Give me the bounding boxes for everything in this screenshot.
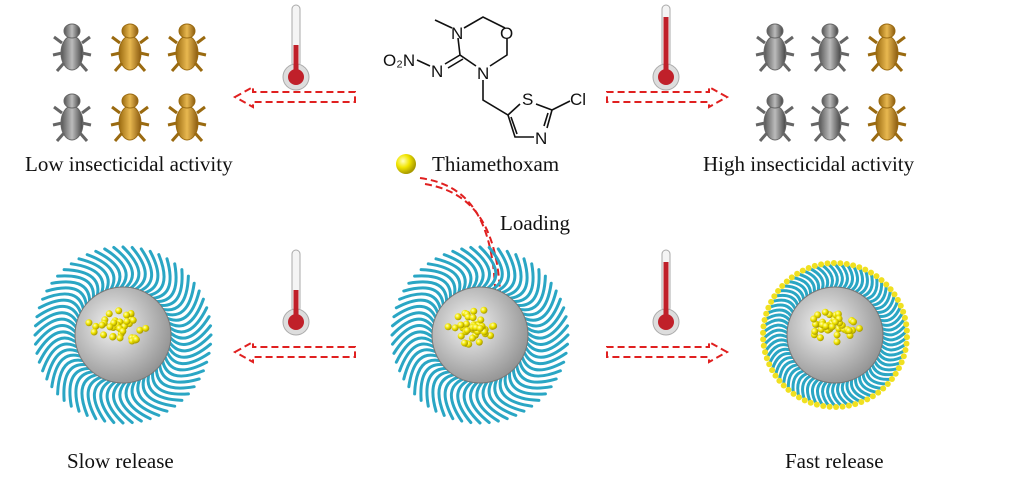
atom-cl: Cl — [570, 90, 586, 109]
atom-n: N — [477, 64, 489, 83]
nitro-group: O₂N — [383, 51, 415, 70]
low-activity-label: Low insecticidal activity — [25, 152, 233, 177]
arrow-left-icon — [235, 342, 355, 362]
fast-release-label: Fast release — [785, 449, 884, 474]
thermometer-low-icon — [283, 250, 309, 335]
insect-group-right — [756, 24, 906, 141]
atom-n: N — [431, 62, 443, 81]
thermometer-high-icon — [653, 5, 679, 90]
arrow-right-icon — [607, 342, 727, 362]
drug-molecule-icon — [396, 154, 416, 174]
insect-dead-icon — [811, 24, 849, 71]
insect-alive-icon — [868, 24, 906, 71]
thiamethoxam-structure: N O O₂N N N S Cl N — [383, 17, 586, 148]
micelle-loaded — [392, 247, 568, 423]
insect-alive-icon — [168, 94, 206, 141]
atom-o: O — [500, 24, 513, 43]
insect-alive-icon — [168, 24, 206, 71]
atom-s: S — [522, 90, 533, 109]
insect-alive-icon — [111, 24, 149, 71]
compound-label: Thiamethoxam — [432, 152, 559, 177]
insect-dead-icon — [53, 24, 91, 71]
thermometer-high-icon — [653, 250, 679, 335]
micelle-slow-release — [35, 247, 211, 423]
slow-release-label: Slow release — [67, 449, 174, 474]
micelle-fast-release — [760, 260, 910, 410]
atom-n: N — [451, 24, 463, 43]
insect-alive-icon — [868, 94, 906, 141]
insect-dead-icon — [756, 94, 794, 141]
atom-n: N — [535, 129, 547, 148]
high-activity-label: High insecticidal activity — [703, 152, 914, 177]
insect-dead-icon — [53, 94, 91, 141]
insect-alive-icon — [111, 94, 149, 141]
loading-label: Loading — [500, 211, 570, 236]
insect-dead-icon — [756, 24, 794, 71]
insect-group-left — [53, 24, 206, 141]
insect-dead-icon — [811, 94, 849, 141]
thermometer-low-icon — [283, 5, 309, 90]
